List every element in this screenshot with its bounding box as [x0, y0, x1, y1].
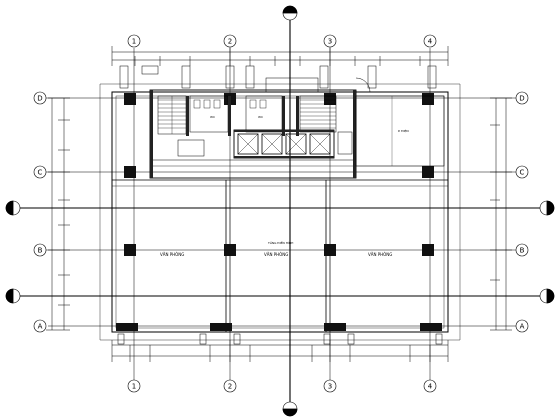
section-marker-top — [282, 5, 298, 21]
room-label-office-left: VĂN PHÒNG — [160, 252, 184, 257]
electrical-room — [355, 95, 445, 167]
building-outline — [99, 83, 461, 341]
room-label-wc-left: WC — [210, 115, 215, 119]
grid-label-col-4-bottom: 4 — [428, 383, 433, 391]
bottom-details — [117, 333, 443, 345]
grid-label-col-1-bottom: 1 — [132, 383, 136, 391]
grid-label-col-3-top: 3 — [328, 38, 332, 46]
grid-label-col-2-top: 2 — [228, 38, 232, 46]
roof-details — [119, 65, 437, 93]
room-label-office-right: VĂN PHÒNG — [368, 252, 392, 257]
top-dimension-lines — [111, 46, 449, 66]
bottom-dimension-lines — [111, 340, 449, 362]
grid-label-col-4-top: 4 — [428, 38, 433, 46]
section-marker-right-lower — [539, 288, 555, 304]
grid-label-row-c-right: C — [520, 169, 525, 177]
section-marker-right-upper — [539, 200, 555, 216]
grid-label-row-a-left: A — [38, 323, 43, 331]
section-markers — [5, 5, 555, 417]
section-lines — [20, 20, 540, 402]
grid-label-row-d-left: D — [37, 95, 42, 103]
section-marker-left-upper — [5, 200, 21, 216]
grid-label-row-a-right: A — [520, 323, 525, 331]
right-dimension-lines — [490, 97, 512, 331]
section-marker-left-lower — [5, 288, 21, 304]
grid-bubbles-bottom: 1 2 3 4 — [127, 379, 437, 393]
grid-label-row-b-right: B — [520, 247, 525, 255]
section-marker-bottom — [282, 401, 298, 417]
grid-label-col-1-top: 1 — [132, 38, 136, 46]
core-walls — [150, 90, 356, 178]
grid-label-col-2-bottom: 2 — [228, 383, 232, 391]
room-label-wc-right: WC — [258, 115, 263, 119]
grid-label-row-b-left: B — [38, 247, 43, 255]
structural-columns — [116, 93, 442, 331]
grid-bubbles-left: D C B A — [33, 91, 47, 333]
left-dimension-lines — [46, 97, 70, 331]
grid-label-row-d-right: D — [519, 95, 524, 103]
grid-label-row-c-left: C — [38, 169, 43, 177]
level-note: TẦNG ĐIỂN HÌNH — [267, 240, 293, 245]
grid-bubbles-top: 1 2 3 4 — [127, 34, 437, 48]
room-label-electrical: P. ĐIỆN — [398, 128, 409, 133]
room-label-office-center: VĂN PHÒNG — [264, 252, 288, 257]
grid-label-col-3-bottom: 3 — [328, 383, 332, 391]
grid-bubbles-right: D C B A — [515, 91, 529, 333]
